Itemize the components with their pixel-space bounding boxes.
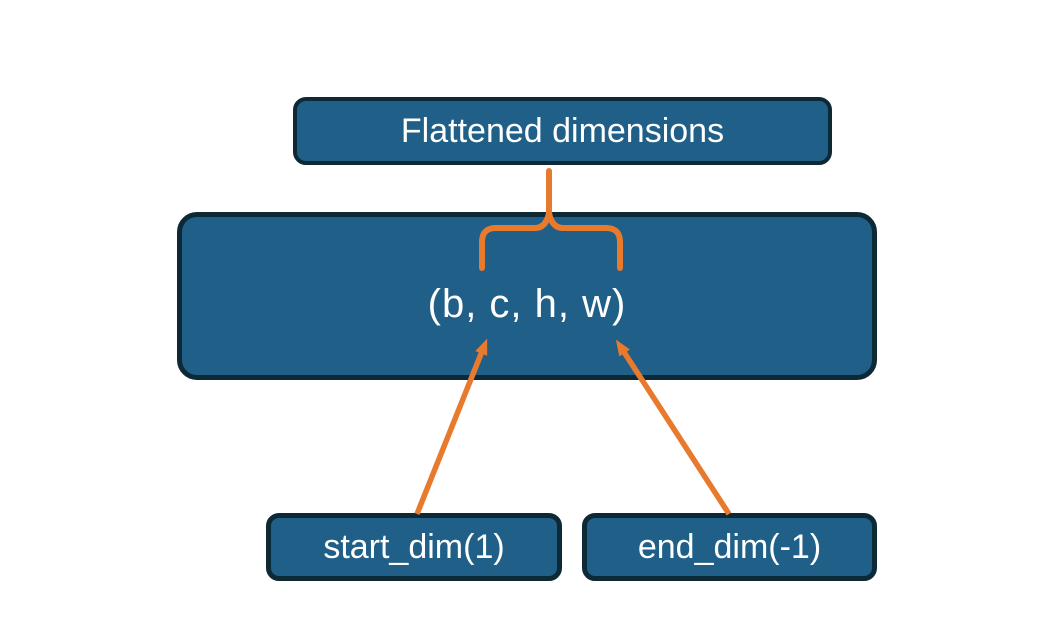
tensor-shape-box: (b, c, h, w) [177,212,877,380]
start-dim-box: start_dim(1) [266,513,562,581]
tensor-shape-label: (b, c, h, w) [427,281,627,326]
end-dim-label: end_dim(-1) [637,527,822,566]
flattened-dimensions-label: Flattened dimensions [400,111,725,150]
end-dim-box: end_dim(-1) [582,513,877,581]
start-dim-label: start_dim(1) [323,527,505,566]
flattened-dimensions-box: Flattened dimensions [293,97,832,165]
